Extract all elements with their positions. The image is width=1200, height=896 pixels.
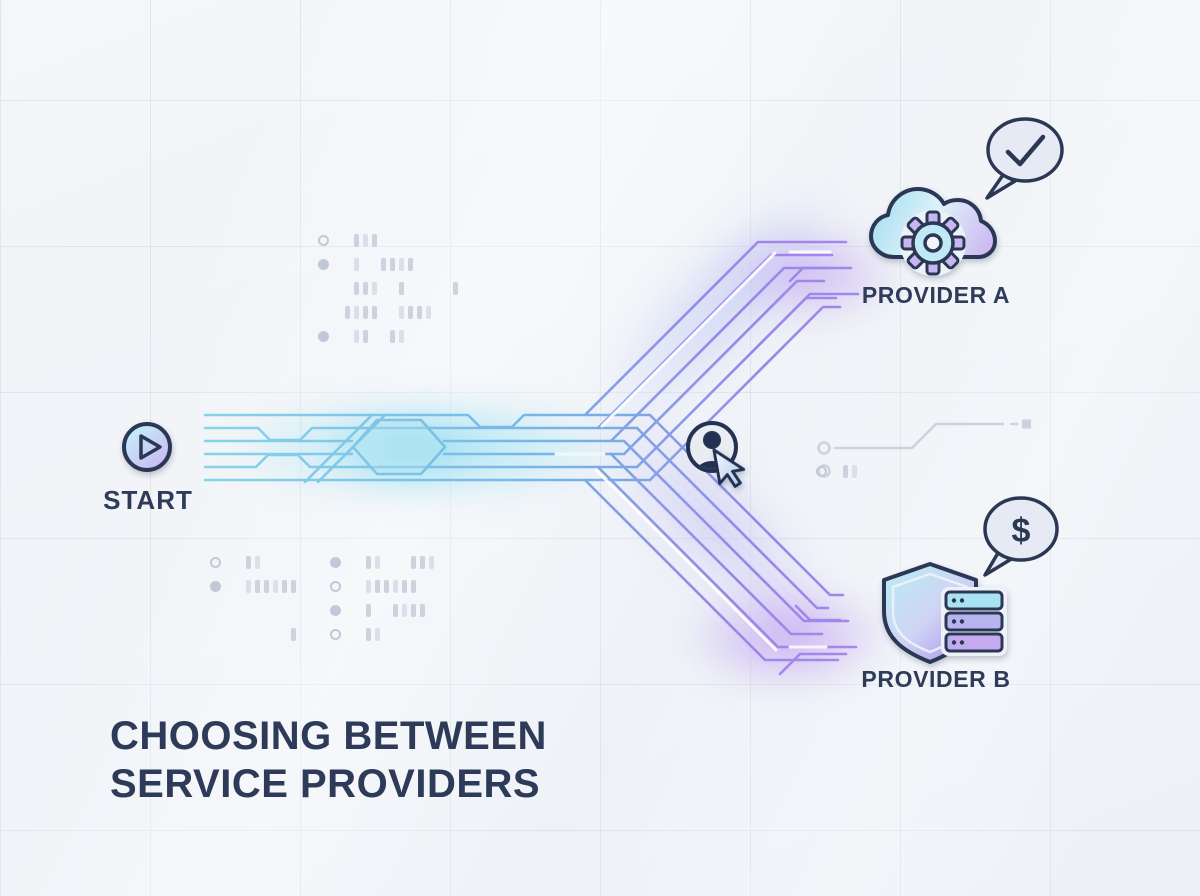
shield-server-icon[interactable] [882, 562, 1007, 664]
title-line-1: CHOOSING BETWEEN [110, 714, 547, 758]
provider-b-label[interactable]: PROVIDER B [861, 666, 1011, 692]
dollar-bubble-icon: $ [983, 496, 1059, 577]
provider-a-label[interactable]: PROVIDER A [861, 282, 1011, 308]
circuit-traces [203, 240, 860, 676]
check-bubble-icon [985, 117, 1064, 200]
check-icon [1005, 134, 1046, 167]
title-line-2: SERVICE PROVIDERS [110, 762, 541, 806]
start-label[interactable]: START [103, 485, 193, 515]
page-title: CHOOSING BETWEEN SERVICE PROVIDERS [110, 712, 547, 808]
cloud-gear-icon[interactable] [869, 187, 997, 276]
server-icon [941, 587, 1007, 656]
gray-trace-decoration [817, 419, 1031, 478]
play-icon[interactable] [122, 422, 172, 472]
dollar-symbol: $ [1012, 512, 1031, 550]
user-avatar-icon [686, 421, 738, 473]
gear-icon [900, 210, 966, 276]
cursor-icon [712, 448, 746, 488]
